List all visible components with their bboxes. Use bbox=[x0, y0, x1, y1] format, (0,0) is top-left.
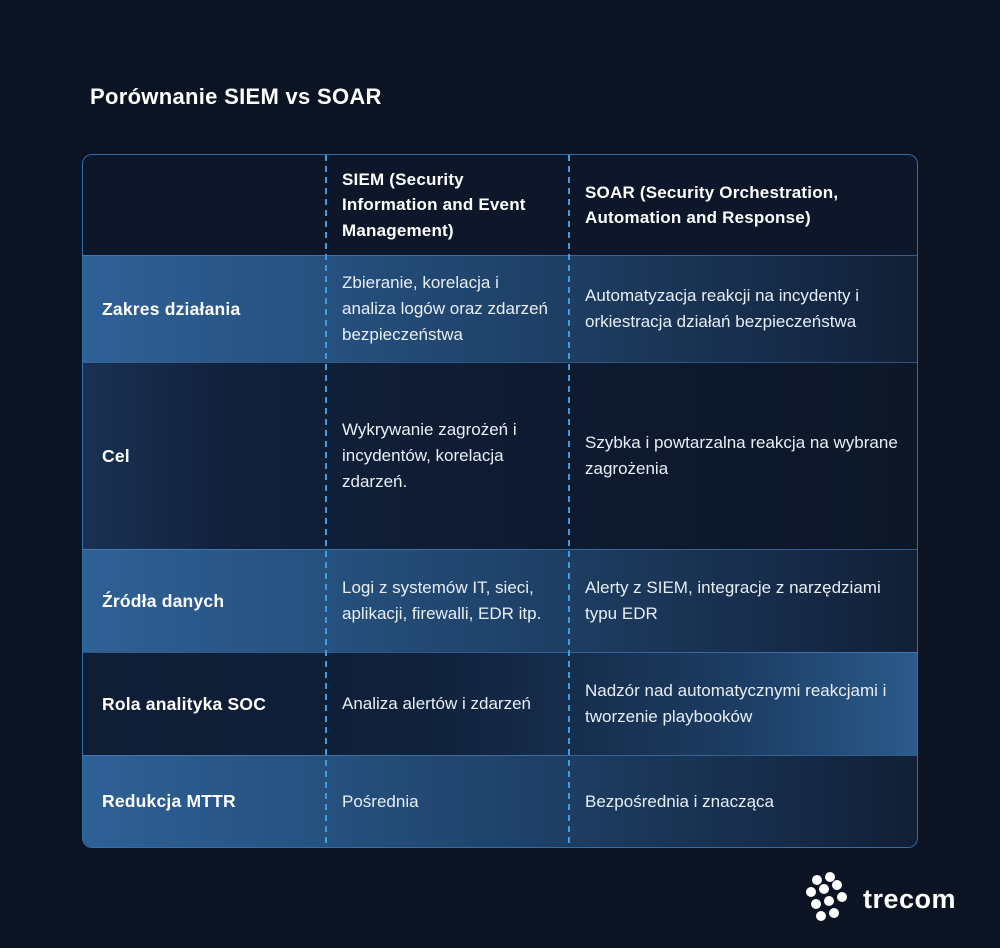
row-label: Cel bbox=[102, 445, 130, 466]
siem-cell: Logi z systemów IT, sieci, aplikacji, fi… bbox=[342, 578, 542, 623]
page-title: Porównanie SIEM vs SOAR bbox=[90, 84, 382, 109]
table-row-rola-analityka-soc: Rola analityka SOC Analiza alertów i zda… bbox=[83, 652, 917, 755]
row-label: Redukcja MTTR bbox=[102, 791, 236, 811]
table-row-redukcja-mttr: Redukcja MTTR Pośrednia Bezpośrednia i z… bbox=[83, 755, 917, 847]
row-label: Zakres działania bbox=[102, 298, 241, 319]
row-label: Źródła danych bbox=[102, 590, 225, 611]
table-row-zrodla-danych: Źródła danych Logi z systemów IT, sieci,… bbox=[83, 549, 917, 652]
table-header-row: SIEM (Security Information and Event Man… bbox=[83, 155, 917, 255]
trecom-logo: trecom bbox=[799, 870, 956, 928]
trecom-logo-text: trecom bbox=[862, 883, 956, 914]
header-cell-soar: SOAR (Security Orchestration, Automation… bbox=[585, 182, 839, 228]
siem-cell: Zbieranie, korelacja i analiza logów ora… bbox=[342, 273, 549, 344]
soar-cell: Bezpośrednia i znacząca bbox=[585, 791, 775, 811]
row-label: Rola analityka SOC bbox=[102, 693, 267, 714]
siem-cell: Wykrywanie zagrożeń i incydentów, korela… bbox=[342, 420, 517, 491]
comparison-table: SIEM (Security Information and Event Man… bbox=[82, 154, 918, 848]
table-row-cel: Cel Wykrywanie zagrożeń i incydentów, ko… bbox=[83, 362, 917, 549]
soar-cell: Alerty z SIEM, integracje z narzędziami … bbox=[585, 578, 881, 623]
header-cell-siem: SIEM (Security Information and Event Man… bbox=[342, 169, 526, 240]
siem-cell: Pośrednia bbox=[342, 791, 419, 811]
siem-cell: Analiza alertów i zdarzeń bbox=[342, 694, 531, 714]
soar-cell: Automatyzacja reakcji na incydenty i ork… bbox=[585, 286, 860, 331]
soar-cell: Szybka i powtarzalna reakcja na wybrane … bbox=[585, 433, 898, 478]
table-row-zakres-dzialania: Zakres działania Zbieranie, korelacja i … bbox=[83, 255, 917, 362]
trecom-dots-icon bbox=[805, 872, 847, 921]
soar-cell: Nadzór nad automatycznymi reakcjami i tw… bbox=[585, 681, 887, 726]
header-cell-empty bbox=[83, 155, 325, 255]
